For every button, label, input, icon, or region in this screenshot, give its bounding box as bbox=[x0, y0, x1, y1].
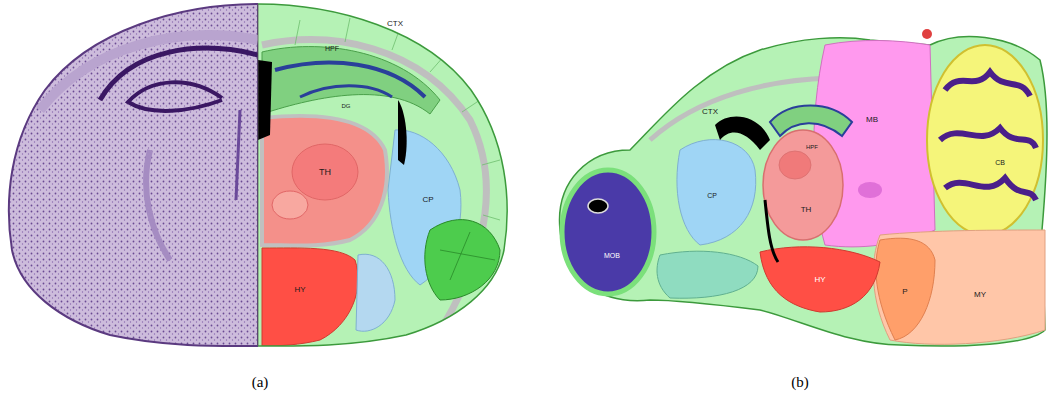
atlas-half bbox=[258, 0, 558, 360]
panel-caption: (a) bbox=[252, 375, 269, 390]
region-label: CTX bbox=[702, 108, 718, 116]
nissl-half bbox=[9, 4, 258, 346]
region-label: MY bbox=[974, 291, 986, 299]
region-label: CP bbox=[422, 196, 433, 204]
panel-caption: (b) bbox=[791, 375, 809, 390]
sagittal-section bbox=[560, 29, 1047, 346]
region-label: HPF bbox=[806, 144, 818, 150]
region-label: TH bbox=[801, 206, 812, 214]
region-label: HPF bbox=[325, 45, 339, 52]
region-label: CB bbox=[995, 159, 1005, 166]
region-label: MB bbox=[866, 116, 878, 124]
region-label: DG bbox=[342, 103, 351, 109]
region-label: CTX bbox=[387, 20, 403, 28]
region-label: HY bbox=[294, 286, 305, 294]
region-label: HY bbox=[814, 276, 825, 284]
region-label: TH bbox=[319, 168, 331, 177]
region-label: P bbox=[902, 288, 907, 296]
region-label: MOB bbox=[604, 252, 620, 259]
region-label: CP bbox=[707, 192, 717, 199]
